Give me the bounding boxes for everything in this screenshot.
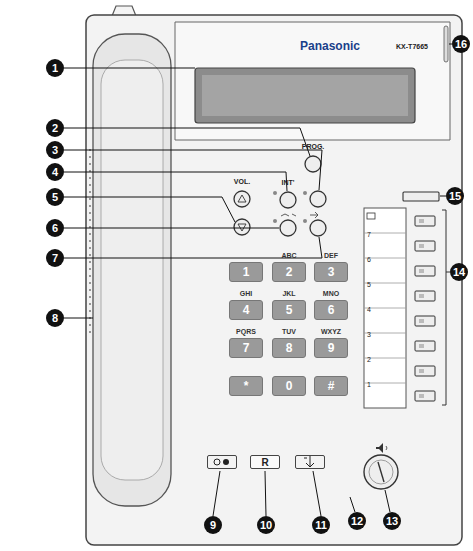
key-digit: 5 bbox=[286, 303, 293, 317]
key-letters: TUV bbox=[273, 328, 305, 335]
callout-text: 4 bbox=[52, 166, 58, 178]
callout-number: 16 bbox=[452, 35, 470, 53]
part-label: 3 bbox=[367, 331, 371, 338]
callout-number: 7 bbox=[46, 249, 64, 267]
key-letters: JKL bbox=[273, 290, 305, 297]
callout-text: 12 bbox=[351, 515, 363, 527]
key-letters: PQRS bbox=[230, 328, 262, 335]
function-key bbox=[207, 455, 237, 469]
callout-number: 14 bbox=[450, 263, 468, 281]
key-letters: ABC bbox=[273, 252, 305, 259]
dial-key: MNO6 bbox=[314, 300, 348, 320]
callout-number: 11 bbox=[312, 516, 330, 534]
dial-key: JKL5 bbox=[272, 300, 306, 320]
callout-text: 13 bbox=[386, 515, 398, 527]
callout-number: 10 bbox=[257, 516, 275, 534]
key-digit: # bbox=[328, 379, 335, 393]
key-digit: 3 bbox=[328, 265, 335, 279]
callout-number: 4 bbox=[46, 163, 64, 181]
part-label: PROG. bbox=[302, 143, 325, 150]
key-letters: DEF bbox=[315, 252, 347, 259]
dial-key: WXYZ9 bbox=[314, 338, 348, 358]
part-label: 2 bbox=[367, 356, 371, 363]
callout-text: 1 bbox=[52, 62, 58, 74]
callout-text: 16 bbox=[455, 38, 467, 50]
part-label: 1 bbox=[367, 381, 371, 388]
key-letters: WXYZ bbox=[315, 328, 347, 335]
callout-text: 14 bbox=[453, 266, 465, 278]
part-label: Panasonic bbox=[300, 39, 360, 53]
callout-text: 8 bbox=[52, 312, 58, 324]
key-digit: 8 bbox=[286, 341, 293, 355]
callout-text: 2 bbox=[52, 122, 58, 134]
dial-key: DEF3 bbox=[314, 262, 348, 282]
dial-key: # bbox=[314, 376, 348, 396]
dial-key: * bbox=[229, 376, 263, 396]
dial-key: GHI4 bbox=[229, 300, 263, 320]
key-text: R bbox=[261, 457, 268, 468]
callout-text: 6 bbox=[52, 222, 58, 234]
part-label: INT' bbox=[282, 179, 295, 186]
key-digit: 7 bbox=[243, 341, 250, 355]
part-label: 4 bbox=[367, 306, 371, 313]
callout-number: 2 bbox=[46, 119, 64, 137]
key-letters: GHI bbox=[230, 290, 262, 297]
key-digit: 2 bbox=[286, 265, 293, 279]
dial-key: 1 bbox=[229, 262, 263, 282]
part-label: KX-T7665 bbox=[396, 43, 428, 50]
key-digit: 9 bbox=[328, 341, 335, 355]
dial-key: 0 bbox=[272, 376, 306, 396]
callout-number: 3 bbox=[46, 141, 64, 159]
dial-key: PQRS7 bbox=[229, 338, 263, 358]
part-label: 6 bbox=[367, 256, 371, 263]
callout-text: 7 bbox=[52, 252, 58, 264]
callout-text: 10 bbox=[260, 519, 272, 531]
callout-text: 11 bbox=[315, 519, 327, 531]
key-digit: 4 bbox=[243, 303, 250, 317]
dial-key: TUV8 bbox=[272, 338, 306, 358]
recall-key: R bbox=[250, 455, 280, 469]
callout-number: 13 bbox=[383, 512, 401, 530]
callout-number: 12 bbox=[348, 512, 366, 530]
part-label: 5 bbox=[367, 281, 371, 288]
part-label: 7 bbox=[367, 231, 371, 238]
key-digit: 6 bbox=[328, 303, 335, 317]
callout-text: 15 bbox=[449, 190, 461, 202]
part-label: VOL. bbox=[234, 178, 250, 185]
callout-number: 1 bbox=[46, 59, 64, 77]
callout-text: 5 bbox=[52, 191, 58, 203]
callout-number: 8 bbox=[46, 309, 64, 327]
function-key bbox=[295, 455, 325, 469]
callout-number: 9 bbox=[204, 516, 222, 534]
key-digit: 1 bbox=[243, 265, 250, 279]
callout-number: 5 bbox=[46, 188, 64, 206]
key-digit: * bbox=[244, 379, 249, 393]
callout-text: 9 bbox=[210, 519, 216, 531]
callout-text: 3 bbox=[52, 144, 58, 156]
key-letters: MNO bbox=[315, 290, 347, 297]
callout-number: 15 bbox=[446, 187, 464, 205]
dial-key: ABC2 bbox=[272, 262, 306, 282]
key-digit: 0 bbox=[286, 379, 293, 393]
callout-number: 6 bbox=[46, 219, 64, 237]
